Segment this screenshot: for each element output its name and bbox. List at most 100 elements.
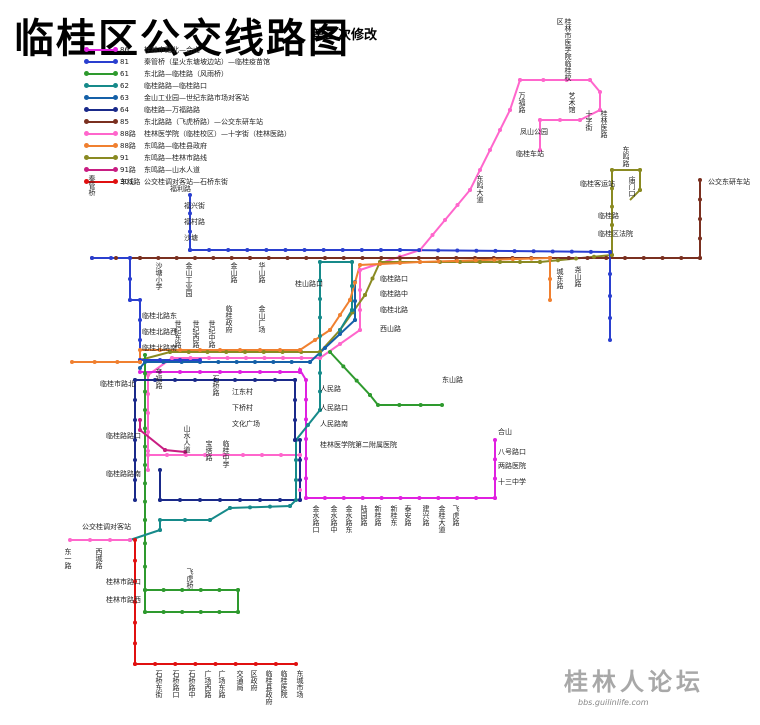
station-dot[interactable] bbox=[679, 256, 684, 260]
station-dot[interactable] bbox=[566, 256, 571, 260]
station-dot[interactable] bbox=[322, 496, 327, 500]
station-dot[interactable] bbox=[698, 256, 702, 260]
station-dot[interactable] bbox=[318, 278, 322, 283]
station-dot[interactable] bbox=[350, 260, 354, 264]
station-dot[interactable] bbox=[338, 313, 342, 317]
station-dot[interactable] bbox=[299, 356, 304, 360]
station-dot[interactable] bbox=[358, 308, 362, 312]
station-dot[interactable] bbox=[244, 356, 248, 360]
station-label[interactable]: 东山路 bbox=[442, 376, 463, 384]
station-dot[interactable] bbox=[298, 348, 302, 352]
station-dot[interactable] bbox=[217, 610, 222, 614]
station-label[interactable]: 石桥东街 bbox=[155, 670, 163, 698]
station-label[interactable]: 新桂路 bbox=[374, 505, 382, 526]
station-dot[interactable] bbox=[133, 498, 137, 502]
station-label[interactable]: 金水路中 bbox=[330, 505, 338, 533]
station-dot[interactable] bbox=[222, 453, 226, 457]
station-dot[interactable] bbox=[188, 229, 192, 234]
station-dot[interactable] bbox=[430, 233, 435, 237]
station-dot[interactable] bbox=[298, 458, 302, 462]
station-dot[interactable] bbox=[146, 449, 150, 453]
station-dot[interactable] bbox=[281, 356, 285, 360]
station-dot[interactable] bbox=[128, 256, 132, 260]
station-label[interactable]: 江东村 bbox=[232, 388, 253, 396]
station-dot[interactable] bbox=[358, 268, 362, 272]
station-dot[interactable] bbox=[660, 256, 665, 260]
station-dot[interactable] bbox=[146, 430, 150, 434]
station-label[interactable]: 艺术馆 bbox=[568, 92, 576, 113]
station-dot[interactable] bbox=[498, 260, 502, 264]
route-86-magenta-line[interactable] bbox=[140, 366, 496, 499]
station-dot[interactable] bbox=[143, 610, 147, 614]
station-dot[interactable] bbox=[143, 444, 147, 449]
station-dot[interactable] bbox=[258, 348, 262, 352]
station-dot[interactable] bbox=[146, 468, 150, 472]
station-dot[interactable] bbox=[183, 518, 187, 522]
station-dot[interactable] bbox=[108, 538, 112, 542]
station-dot[interactable] bbox=[203, 453, 207, 457]
station-label[interactable]: 福兴街 bbox=[184, 202, 205, 210]
station-dot[interactable] bbox=[398, 248, 402, 252]
station-dot[interactable] bbox=[178, 498, 182, 502]
station-label[interactable]: 临桂北路西 bbox=[142, 328, 177, 336]
station-dot[interactable] bbox=[273, 662, 278, 666]
station-dot[interactable] bbox=[248, 256, 252, 260]
route-301-red-line[interactable] bbox=[134, 540, 296, 665]
station-dot[interactable] bbox=[211, 256, 216, 260]
station-dot[interactable] bbox=[226, 248, 231, 252]
station-dot[interactable] bbox=[304, 397, 308, 402]
station-dot[interactable] bbox=[308, 360, 312, 364]
station-label[interactable]: 临桂路口 bbox=[380, 275, 408, 283]
station-dot[interactable] bbox=[455, 248, 460, 253]
station-dot[interactable] bbox=[178, 348, 182, 352]
station-label[interactable]: 沙塘 bbox=[184, 234, 198, 242]
station-label[interactable]: 临桂医院 bbox=[280, 670, 288, 698]
station-dot[interactable] bbox=[440, 403, 444, 407]
station-label[interactable]: 金桂大道 bbox=[438, 505, 446, 533]
station-dot[interactable] bbox=[193, 256, 197, 260]
station-dot[interactable] bbox=[218, 348, 222, 352]
station-dot[interactable] bbox=[418, 403, 423, 407]
station-dot[interactable] bbox=[165, 453, 169, 457]
station-dot[interactable] bbox=[538, 148, 542, 152]
station-label[interactable]: 金水路东 bbox=[345, 505, 353, 533]
station-dot[interactable] bbox=[245, 248, 250, 252]
station-dot[interactable] bbox=[508, 108, 512, 112]
station-label[interactable]: 区政府 bbox=[250, 670, 258, 691]
station-label[interactable]: 陆园路 bbox=[360, 505, 368, 526]
station-dot[interactable] bbox=[350, 308, 354, 312]
station-dot[interactable] bbox=[321, 248, 326, 252]
station-dot[interactable] bbox=[608, 294, 612, 298]
station-dot[interactable] bbox=[341, 496, 346, 500]
station-dot[interactable] bbox=[133, 418, 137, 422]
station-dot[interactable] bbox=[143, 371, 147, 376]
station-dot[interactable] bbox=[608, 316, 612, 320]
station-dot[interactable] bbox=[207, 356, 211, 360]
station-dot[interactable] bbox=[574, 256, 578, 261]
station-dot[interactable] bbox=[253, 360, 257, 364]
station-dot[interactable] bbox=[133, 458, 137, 462]
station-dot[interactable] bbox=[510, 257, 515, 262]
station-label[interactable]: 金山广场 bbox=[258, 305, 266, 333]
station-dot[interactable] bbox=[550, 249, 555, 254]
station-dot[interactable] bbox=[138, 338, 142, 342]
station-dot[interactable] bbox=[604, 256, 609, 260]
station-dot[interactable] bbox=[416, 256, 421, 260]
station-dot[interactable] bbox=[304, 256, 309, 260]
station-label[interactable]: 桂林市医学院临桂校区 bbox=[556, 18, 572, 81]
station-dot[interactable] bbox=[68, 538, 72, 542]
station-label[interactable]: 八号路口 bbox=[498, 448, 526, 456]
station-dot[interactable] bbox=[133, 620, 137, 625]
station-dot[interactable] bbox=[478, 260, 482, 264]
station-dot[interactable] bbox=[198, 370, 202, 374]
station-dot[interactable] bbox=[241, 453, 245, 457]
station-label[interactable]: 金山路 bbox=[230, 262, 238, 283]
station-dot[interactable] bbox=[143, 360, 147, 364]
station-dot[interactable] bbox=[538, 260, 542, 264]
station-dot[interactable] bbox=[156, 256, 161, 260]
station-label[interactable]: 临桂北路南 bbox=[142, 344, 177, 352]
station-dot[interactable] bbox=[88, 538, 92, 542]
station-dot[interactable] bbox=[262, 356, 267, 360]
station-dot[interactable] bbox=[354, 378, 359, 383]
station-dot[interactable] bbox=[548, 298, 552, 302]
